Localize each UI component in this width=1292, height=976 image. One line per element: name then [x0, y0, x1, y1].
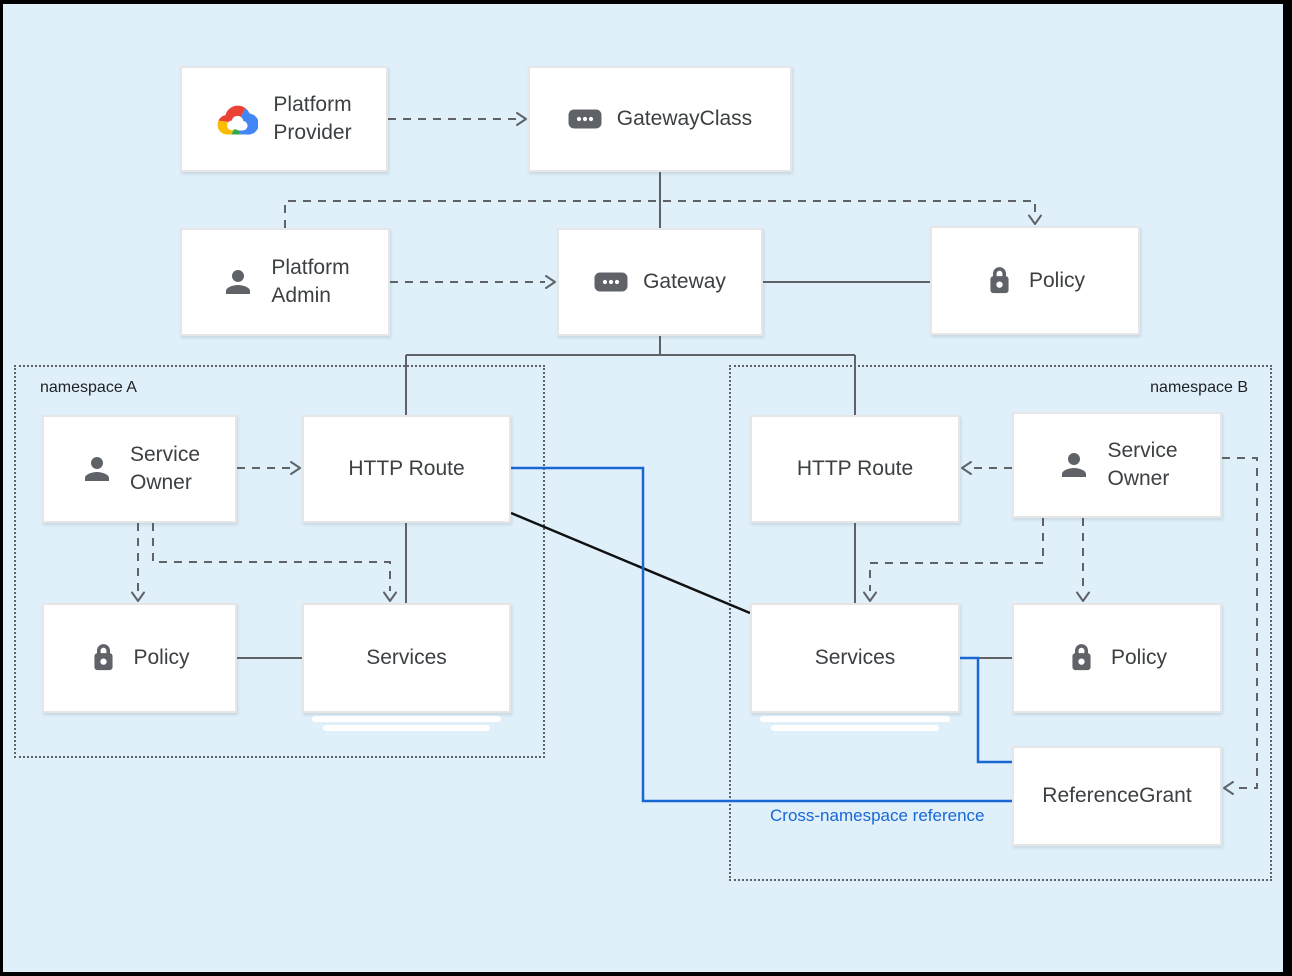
chip-icon [594, 272, 628, 292]
person-icon [220, 264, 256, 300]
frame-border-top [0, 0, 1292, 4]
arrowhead-gateway [545, 275, 556, 289]
node-label: Services [814, 646, 896, 670]
node-label: ReferenceGrant [1042, 784, 1192, 808]
node-label: Policy [1028, 268, 1086, 292]
edge-httproute-a-services-b-black [510, 511, 751, 615]
gatewayclass-node: GatewayClass [528, 66, 792, 172]
arrowhead-gatewayclass [516, 112, 527, 126]
person-icon [79, 451, 115, 487]
services-a-node: Services [302, 603, 511, 731]
service-owner-b-node: Service Owner [1012, 412, 1222, 518]
node-label: Gateway [643, 270, 726, 294]
node-label: HTTP Route [796, 457, 914, 481]
reference-grant-node: ReferenceGrant [1012, 746, 1222, 846]
service-owner-a-node: Service Owner [42, 415, 237, 523]
node-label: Policy [133, 646, 190, 670]
person-icon [1056, 447, 1092, 483]
edge-admin-policy [284, 200, 1036, 228]
http-route-b-node: HTTP Route [750, 415, 960, 523]
platform-admin-node: Platform Admin [180, 228, 390, 336]
policy-a-node: Policy [42, 603, 237, 713]
policy-b-node: Policy [1012, 603, 1222, 713]
node-label: Service Owner [1107, 439, 1178, 490]
google-cloud-icon [216, 102, 259, 137]
frame-border-right [1283, 0, 1292, 976]
lock-icon [1067, 641, 1096, 675]
node-label: HTTP Route [348, 457, 465, 481]
frame-border-left [0, 0, 3, 976]
lock-icon [985, 264, 1014, 298]
lock-icon [89, 641, 118, 675]
node-label: GatewayClass [616, 107, 753, 131]
namespace-b-label: namespace B [1150, 379, 1248, 396]
platform-provider-node: Platform Provider [180, 66, 388, 172]
namespace-a-label: namespace A [40, 379, 137, 396]
http-route-a-node: HTTP Route [302, 415, 511, 523]
node-label: Service Owner [129, 443, 201, 494]
cross-namespace-reference-label: Cross-namespace reference [770, 806, 985, 825]
policy-cluster-node: Policy [930, 226, 1140, 335]
node-label: Policy [1110, 646, 1168, 670]
frame-border-bottom [0, 972, 1292, 976]
services-b-node: Services [750, 603, 960, 731]
chip-icon [568, 109, 602, 129]
node-label: Platform Provider [273, 93, 352, 144]
node-label: Platform Admin [271, 256, 350, 307]
node-label: Services [366, 646, 447, 670]
gateway-node: Gateway [557, 228, 763, 336]
arrowhead-policy-cluster [1028, 214, 1042, 225]
